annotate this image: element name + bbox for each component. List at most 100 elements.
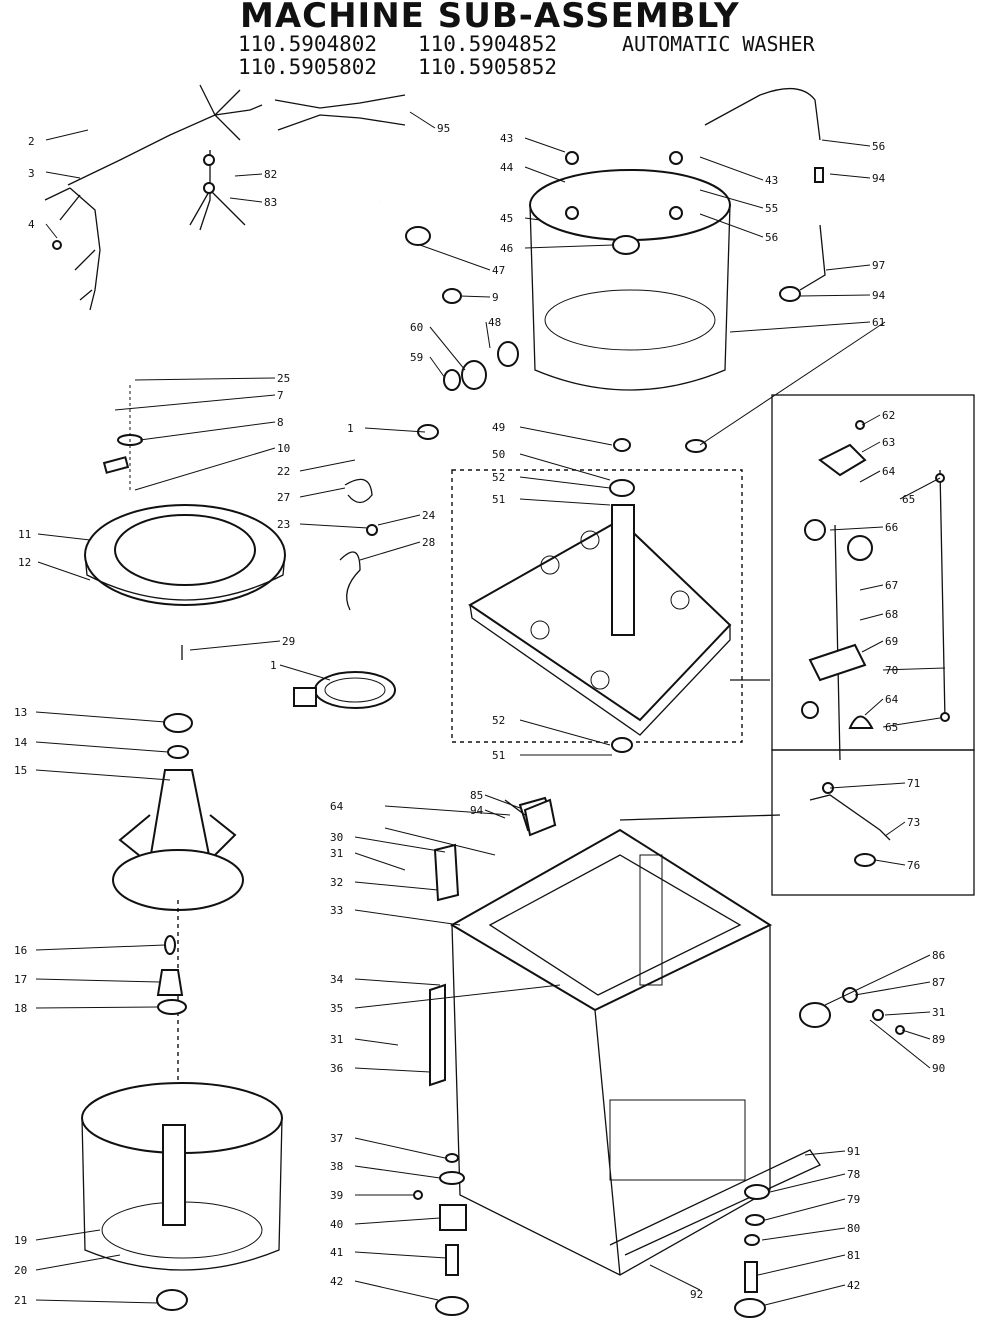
pump-group-86 [799,987,905,1035]
part-label: 15 [14,764,27,777]
part-label: 81 [847,1249,860,1262]
part-label: 73 [907,816,920,829]
part-label: 32 [330,876,343,889]
part-label: 35 [330,1002,343,1015]
part-label: 11 [18,528,31,541]
part-label: 67 [885,579,898,592]
part-label: 4 [28,218,35,231]
part-label: 80 [847,1222,860,1235]
drain-hose-47 [369,198,519,444]
part-label: 94 [872,172,886,185]
part-label: 50 [492,448,505,461]
part-label: 97 [872,259,885,272]
part-label: 17 [14,973,27,986]
part-label: 3 [28,167,35,180]
cabinet-33 [429,796,821,1276]
part-label: 51 [492,493,505,506]
part-label: 64 [882,465,896,478]
part-label: 44 [500,161,514,174]
wiring-harness [44,84,263,311]
part-label: 49 [492,421,505,434]
part-label: 14 [14,736,28,749]
part-label: 9 [492,291,499,304]
detail-box-suspension [771,394,975,751]
part-label: 43 [500,132,513,145]
part-label: 89 [932,1033,945,1046]
part-label: 62 [882,409,895,422]
part-label: 66 [885,521,898,534]
part-label: 38 [330,1160,343,1173]
detail-box-bracket [771,749,975,896]
part-label: 24 [422,509,436,522]
part-label: 51 [492,749,505,762]
agitator-15 [112,713,244,1170]
part-label: 12 [18,556,31,569]
part-label: 7 [277,389,284,402]
tub-ring-11 [84,385,286,606]
power-cord-1 [181,645,396,709]
part-label: 52 [492,471,505,484]
part-label: 60 [410,321,423,334]
diagram-subtitle: AUTOMATIC WASHER [622,32,815,56]
part-label: 31 [330,1033,343,1046]
part-label: 43 [765,174,778,187]
part-label: 8 [277,416,284,429]
part-label: 37 [330,1132,343,1145]
diagram-title: MACHINE SUB-ASSEMBLY [240,0,740,36]
part-label: 68 [885,608,898,621]
leader-lines [35,111,946,1306]
part-label: 1 [347,422,354,435]
fill-hose-58 [704,88,826,302]
part-label: 20 [14,1264,27,1277]
part-label: 86 [932,949,945,962]
part-label: 34 [330,973,344,986]
part-label: 46 [500,242,513,255]
part-label: 85 [470,789,483,802]
part-label: 55 [765,202,778,215]
part-label: 45 [500,212,513,225]
part-label: 1 [270,659,277,672]
part-label: 69 [885,635,898,648]
part-label: 10 [277,442,290,455]
part-label: 65 [902,493,915,506]
part-label: 94 [470,804,484,817]
part-label: 19 [14,1234,27,1247]
part-label: 18 [14,1002,27,1015]
switch-85 [504,798,557,837]
part-label: 90 [932,1062,945,1075]
part-number-labels: 2 3 4 82 83 95 43 44 45 46 43 55 56 56 9… [14,122,945,1307]
part-label: 76 [907,859,920,872]
outer-tub [529,151,731,391]
part-label: 64 [885,693,899,706]
model-number: 110.5904852 [418,32,558,56]
part-label: 63 [882,436,895,449]
part-label: 31 [330,847,343,860]
part-label: 30 [330,831,343,844]
part-label: 94 [872,289,886,302]
part-label: 39 [330,1189,343,1202]
part-label: 65 [885,721,898,734]
part-label: 48 [488,316,501,329]
part-label: 22 [277,465,290,478]
part-label: 83 [264,196,277,209]
spring-group-27 [339,478,378,611]
part-label: 92 [690,1288,703,1301]
part-label: 13 [14,706,27,719]
model-number: 110.5904802 [238,32,378,56]
part-label: 47 [492,264,505,277]
leveling-legs [413,1153,770,1318]
part-label: 21 [14,1294,27,1307]
bracket-73 [809,782,891,867]
part-label: 40 [330,1218,343,1231]
part-label: 36 [330,1062,343,1075]
part-label: 27 [277,491,290,504]
part-label: 61 [872,316,885,329]
part-label: 71 [907,777,920,790]
model-number: 110.5905802 [238,55,378,79]
part-label: 41 [330,1246,343,1259]
model-number: 110.5905852 [418,55,558,79]
base-assembly-box [451,469,743,743]
part-label: 33 [330,904,343,917]
